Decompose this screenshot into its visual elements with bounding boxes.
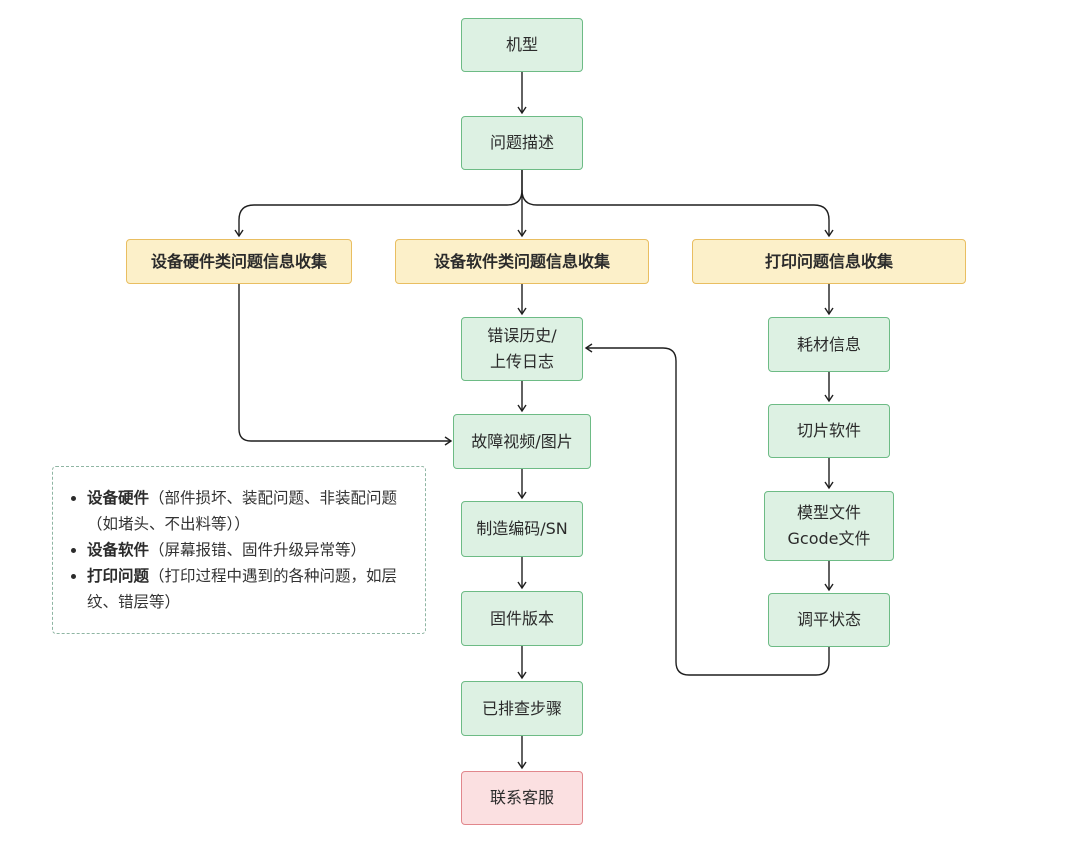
legend-term-hardware: 设备硬件	[87, 489, 150, 507]
node-model-file-line1: 模型文件	[796, 503, 861, 522]
node-hardware-collect-label: 设备硬件类问题信息收集	[150, 251, 327, 271]
legend-term-print: 打印问题	[87, 567, 150, 585]
node-error-history: 错误历史/ 上传日志	[461, 317, 583, 381]
node-fault-media-label: 故障视频/图片	[471, 431, 573, 451]
legend-detail-software: （屏幕报错、固件升级异常等）	[149, 541, 367, 559]
edge-desc-branch-left	[234, 170, 523, 238]
legend-item-software: 设备软件（屏幕报错、固件升级异常等）	[87, 537, 411, 563]
node-firmware-version-label: 固件版本	[489, 608, 554, 628]
node-firmware-version: 固件版本	[461, 591, 583, 646]
node-contact-support-label: 联系客服	[489, 788, 554, 807]
node-model: 机型	[461, 18, 583, 72]
legend-detail-print: （打印过程中遇到的各种问题，如层纹、错层等）	[87, 567, 398, 611]
node-manufacturing-code-label: 制造编码/SN	[476, 519, 568, 538]
legend-term-software: 设备软件	[87, 541, 150, 559]
node-filament-info: 耗材信息	[768, 317, 890, 372]
legend-list: 设备硬件（部件损坏、装配问题、非装配问题（如堵头、不出料等）） 设备软件（屏幕报…	[67, 485, 411, 615]
legend-item-print: 打印问题（打印过程中遇到的各种问题，如层纹、错层等）	[87, 563, 411, 615]
node-model-label: 机型	[505, 35, 538, 54]
edge-desc-branch-right	[521, 189, 834, 238]
node-fault-media: 故障视频/图片	[453, 414, 591, 469]
node-hardware-collect: 设备硬件类问题信息收集	[126, 239, 352, 284]
node-steps-done-label: 已排查步骤	[481, 698, 562, 718]
node-problem-description-label: 问题描述	[489, 133, 554, 152]
node-print-collect: 打印问题信息收集	[692, 239, 966, 284]
node-software-collect-label: 设备软件类问题信息收集	[433, 251, 610, 271]
edge-leveling-to-errorlog	[584, 343, 830, 676]
node-slicer-software: 切片软件	[768, 404, 890, 458]
node-problem-description: 问题描述	[461, 116, 583, 170]
node-steps-done: 已排查步骤	[461, 681, 583, 736]
legend-item-hardware: 设备硬件（部件损坏、装配问题、非装配问题（如堵头、不出料等））	[87, 485, 411, 537]
node-error-history-line2: 上传日志	[489, 352, 554, 371]
legend-note: 设备硬件（部件损坏、装配问题、非装配问题（如堵头、不出料等）） 设备软件（屏幕报…	[52, 466, 426, 634]
legend-detail-hardware: （部件损坏、装配问题、非装配问题（如堵头、不出料等））	[87, 489, 398, 533]
node-error-history-line1: 错误历史/	[487, 326, 557, 345]
node-software-collect: 设备软件类问题信息收集	[395, 239, 649, 284]
node-model-file: 模型文件 Gcode文件	[764, 491, 894, 561]
edge-hw-to-media	[238, 284, 453, 446]
node-leveling-status: 调平状态	[768, 593, 890, 647]
node-contact-support: 联系客服	[461, 771, 583, 825]
node-manufacturing-code: 制造编码/SN	[461, 501, 583, 557]
node-filament-info-label: 耗材信息	[796, 334, 861, 354]
node-leveling-status-label: 调平状态	[796, 610, 861, 629]
node-model-file-line2: Gcode文件	[787, 529, 871, 548]
node-print-collect-label: 打印问题信息收集	[764, 251, 893, 271]
node-slicer-software-label: 切片软件	[796, 421, 861, 440]
